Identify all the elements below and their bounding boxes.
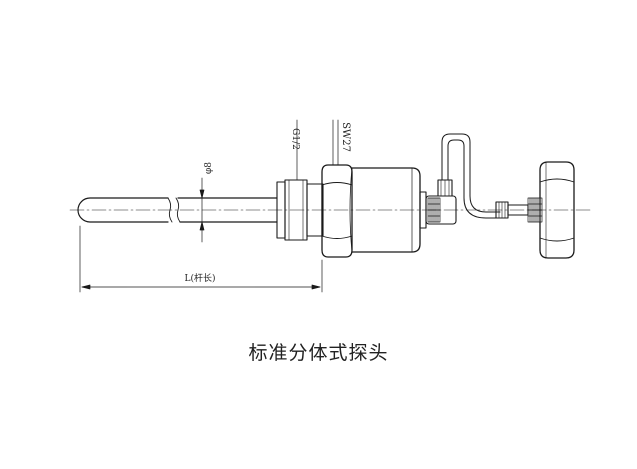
probe-rod [77, 197, 278, 223]
knurl-nut-left [427, 197, 441, 223]
wrench-label: SW27 [340, 122, 351, 152]
diameter-label: φ8 [204, 162, 214, 174]
thread-fitting [276, 179, 324, 241]
probe-body [349, 167, 427, 253]
length-dimension [79, 225, 323, 293]
length-label: L(杆长) [185, 272, 216, 284]
hex-nut-sw27 [321, 164, 353, 258]
elbow-connector [425, 179, 457, 225]
hex-head-right [539, 161, 575, 259]
wrench-dimension [332, 119, 339, 166]
thread-label: G1/2 [290, 128, 300, 150]
diameter-dimension [199, 177, 205, 243]
figure-caption: 标准分体式探头 [248, 342, 389, 364]
capillary-tube [441, 133, 501, 219]
